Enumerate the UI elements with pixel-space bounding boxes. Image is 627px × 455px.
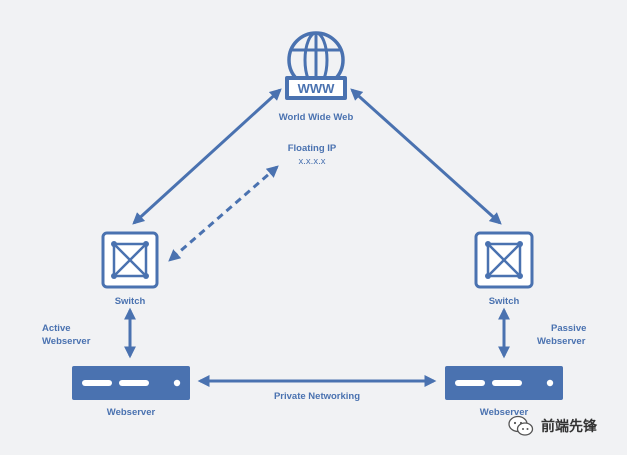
floating-ip-title: Floating IP [287,143,337,154]
passive-label-line1: Passive [551,323,587,334]
switch-right-label: Switch [488,296,520,307]
passive-label-line2: Webserver [537,336,586,347]
floating-ip-dashed-arrow [168,165,279,262]
private-networking-label: Private Networking [273,391,361,402]
active-label-line1: Active [42,323,71,334]
webserver-left-icon [72,366,190,400]
arrow-web-to-switch-left [132,88,282,225]
webserver-right-icon [445,366,563,400]
www-banner: WWW [285,76,347,100]
switch-left-icon [101,231,159,289]
active-label-line2: Webserver [42,336,91,347]
arrow-web-to-switch-right [350,88,502,225]
watermark-text: 前端先锋 [541,419,597,435]
watermark: 前端先锋 [508,412,618,440]
switch-right-icon [474,231,534,289]
webserver-left-label: Webserver [106,407,156,418]
floating-ip-value: x.x.x.x [298,156,326,167]
world-wide-web-label: World Wide Web [278,112,354,123]
wechat-icon [508,415,534,436]
www-text: WWW [298,81,336,96]
switch-left-label: Switch [114,296,146,307]
webserver-right-label: Webserver [479,407,529,418]
